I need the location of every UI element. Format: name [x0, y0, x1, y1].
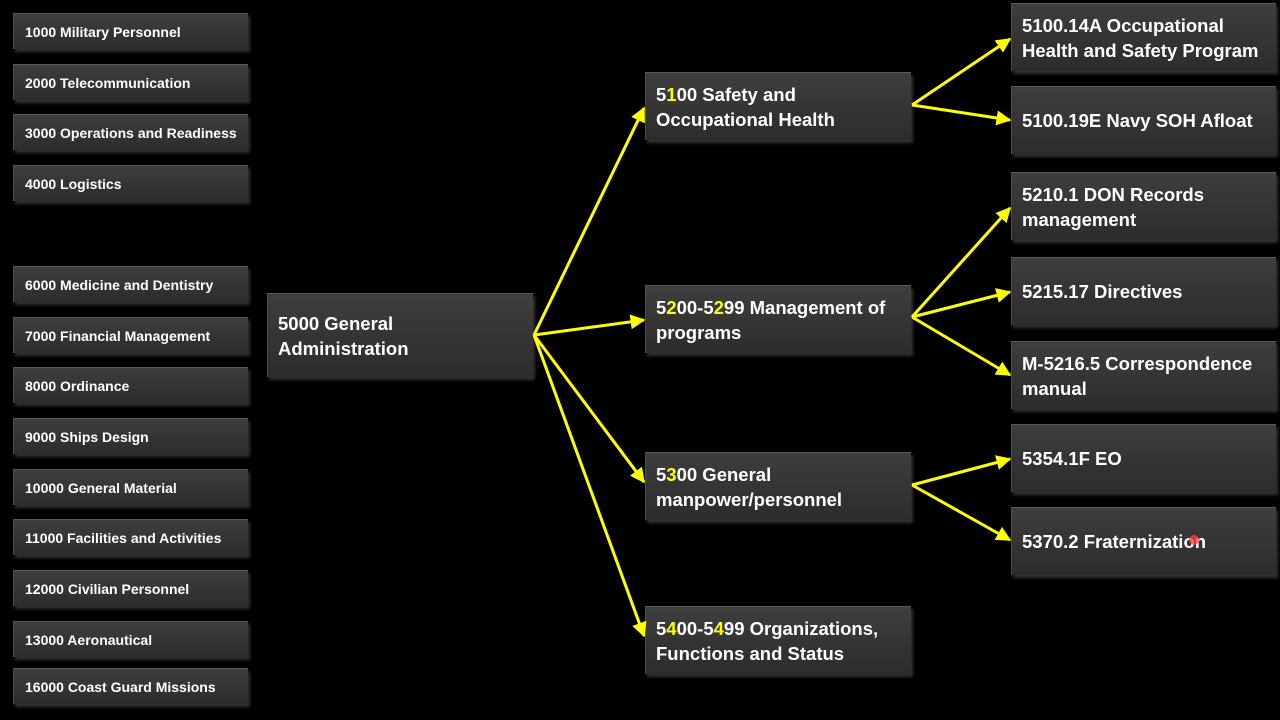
series-label: 4000 Logistics — [25, 175, 122, 192]
series-item-4000: 4000 Logistics — [13, 165, 248, 201]
series-item-6000: 6000 Medicine and Dentistry — [13, 266, 248, 302]
group-node-5100: 5100 Safety and Occupational Health — [645, 72, 911, 140]
series-item-16000: 16000 Coast Guard Missions — [13, 668, 248, 704]
instruction-node-M-5216-5: M-5216.5 Correspondence manual — [1011, 341, 1276, 409]
series-label: 10000 General Material — [25, 479, 177, 496]
group-line2: programs — [656, 321, 742, 343]
instruction-line1: 5210.1 DON Records — [1022, 183, 1205, 205]
highlight-digit: 3 — [666, 463, 677, 485]
pointer-dot-icon — [1189, 535, 1199, 545]
group-line2: manpower/personnel — [656, 488, 843, 510]
highlight-digit: 4 — [666, 617, 677, 639]
instruction-line2: manual — [1022, 377, 1087, 399]
arrow-root-to-5400 — [532, 334, 647, 638]
series-label: 1000 Military Personnel — [25, 23, 181, 40]
arrow-5200-to-5210-1 — [910, 206, 1012, 319]
arrow-5300-to-5354-1F — [911, 455, 1012, 487]
highlight-digit: 2 — [666, 296, 677, 318]
instruction-node-5215-17: 5215.17 Directives — [1011, 257, 1276, 325]
instruction-node-5370-2: 5370.2 Fraternization — [1011, 507, 1276, 575]
group-line1: 5400-5499 Organizations, — [656, 617, 879, 639]
arrow-5200-to-M-5216-5 — [911, 315, 1012, 377]
instruction-line1: 5100.14A Occupational — [1022, 14, 1224, 36]
root-line2: Administration — [278, 337, 409, 359]
series-label: 13000 Aeronautical — [25, 631, 153, 648]
group-line1: 5300 General — [656, 463, 772, 485]
series-label: 8000 Ordinance — [25, 377, 130, 394]
root-node-5000: 5000 General Administration — [267, 293, 533, 377]
group-line1: 5200-5299 Management of — [656, 296, 886, 318]
series-item-8000: 8000 Ordinance — [13, 367, 248, 403]
series-item-12000: 12000 Civilian Personnel — [13, 570, 248, 606]
instruction-node-5100-14A: 5100.14A Occupational Health and Safety … — [1011, 3, 1276, 71]
series-label: 7000 Financial Management — [25, 327, 211, 344]
arrow-5100-to-5100-19E — [911, 103, 1012, 126]
series-label: 3000 Operations and Readiness — [25, 124, 237, 141]
instruction-node-5354-1F: 5354.1F EO — [1011, 424, 1276, 492]
arrow-root-to-5200 — [533, 314, 646, 337]
group-node-5200: 5200-5299 Management of programs — [645, 285, 911, 353]
instruction-line2: management — [1022, 208, 1137, 230]
group-line1: 5100 Safety and — [656, 83, 796, 105]
series-item-11000: 11000 Facilities and Activities — [13, 519, 248, 555]
instruction-line1: M-5216.5 Correspondence — [1022, 352, 1253, 374]
series-item-1000: 1000 Military Personnel — [13, 13, 248, 49]
series-item-9000: 9000 Ships Design — [13, 418, 248, 454]
group-node-5300: 5300 General manpower/personnel — [645, 452, 911, 520]
instruction-line1: 5100.19E Navy SOH Afloat — [1022, 110, 1253, 131]
highlight-digit: 1 — [666, 83, 677, 105]
instruction-line1: 5354.1F EO — [1022, 448, 1122, 469]
root-line1: 5000 General — [278, 312, 394, 334]
arrow-5300-to-5370-2 — [911, 483, 1012, 542]
arrow-5200-to-5215-17 — [911, 288, 1012, 319]
series-item-3000: 3000 Operations and Readiness — [13, 114, 248, 150]
instruction-line1: 5370.2 Fraternization — [1022, 531, 1207, 552]
arrow-root-to-5100 — [532, 106, 646, 336]
instruction-node-5100-19E: 5100.19E Navy SOH Afloat — [1011, 86, 1276, 154]
series-label: 11000 Facilities and Activities — [25, 529, 222, 546]
instruction-node-5210-1: 5210.1 DON Records management — [1011, 172, 1276, 240]
series-label: 16000 Coast Guard Missions — [25, 678, 216, 695]
arrow-5100-to-5100-14A — [911, 37, 1012, 107]
series-item-7000: 7000 Financial Management — [13, 317, 248, 353]
highlight-digit: 2 — [713, 296, 724, 318]
series-label: 9000 Ships Design — [25, 428, 149, 445]
series-label: 6000 Medicine and Dentistry — [25, 276, 214, 293]
group-line2: Functions and Status — [656, 642, 845, 664]
series-item-13000: 13000 Aeronautical — [13, 621, 248, 657]
highlight-digit: 4 — [713, 617, 724, 639]
instruction-line1: 5215.17 Directives — [1022, 281, 1183, 302]
series-item-2000: 2000 Telecommunication — [13, 64, 248, 100]
group-node-5400: 5400-5499 Organizations, Functions and S… — [645, 606, 911, 674]
instruction-line2: Health and Safety Program — [1022, 39, 1259, 61]
series-label: 2000 Telecommunication — [25, 74, 191, 91]
series-label: 12000 Civilian Personnel — [25, 580, 190, 597]
arrow-root-to-5300 — [532, 334, 646, 484]
series-item-10000: 10000 General Material — [13, 469, 248, 505]
group-line2: Occupational Health — [656, 108, 835, 130]
